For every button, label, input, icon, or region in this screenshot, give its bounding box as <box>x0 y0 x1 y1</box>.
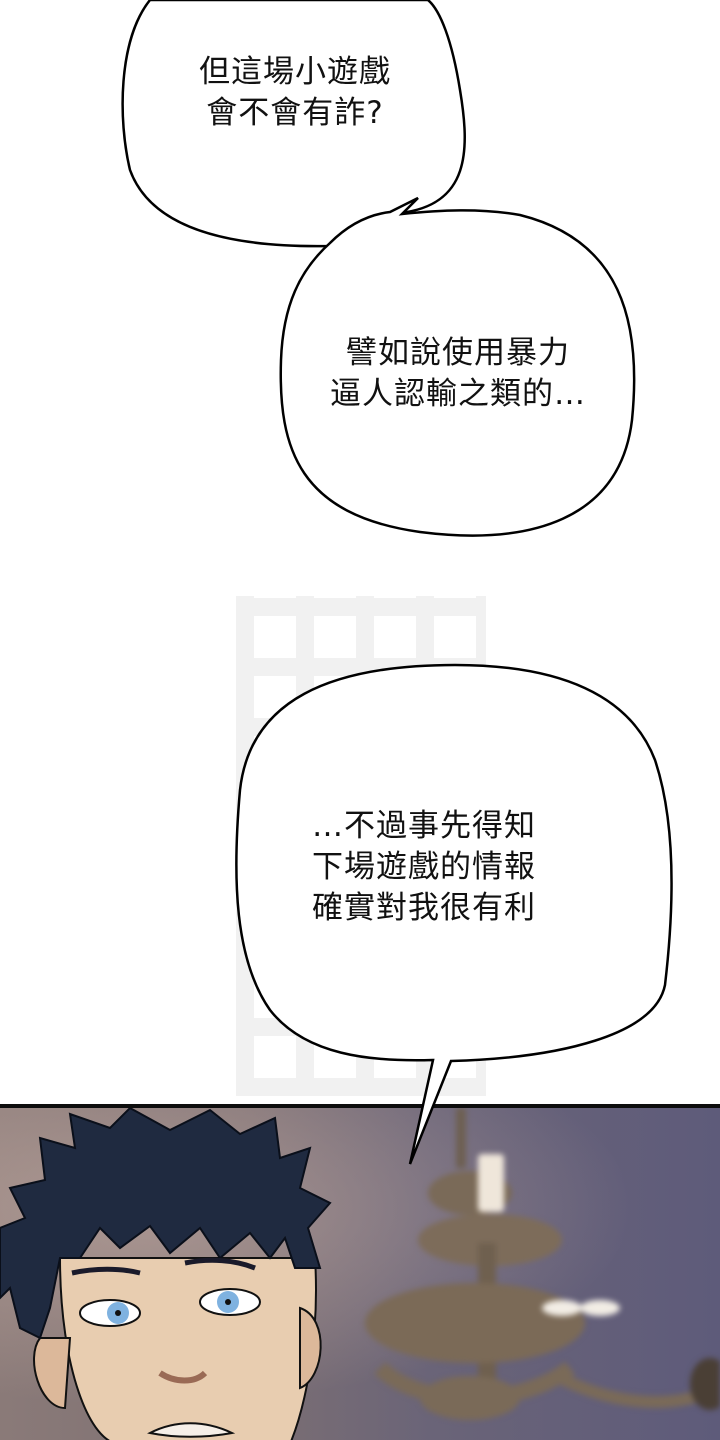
chandelier-illustration <box>365 1108 720 1420</box>
bubble-line: 但這場小遊戲 <box>199 54 391 90</box>
character-illustration <box>0 1108 332 1440</box>
bubble-line: 逼人認輸之類的… <box>330 376 586 412</box>
illustration-panel <box>0 1104 720 1440</box>
speech-bubble-1-text: 但這場小遊戲 會不會有詐? <box>160 52 430 134</box>
bubble-line: …不過事先得知 <box>312 808 536 844</box>
bubble-line: 譬如說使用暴力 <box>346 335 570 371</box>
hair <box>0 1108 332 1340</box>
bubble-line: 下場遊戲的情報 <box>312 849 536 885</box>
bubble-line: 會不會有詐? <box>206 95 384 131</box>
speech-bubble-2-text: 譬如說使用暴力 逼人認輸之類的… <box>298 333 618 415</box>
candle-icon <box>478 1154 504 1212</box>
speech-bubble-3-text: …不過事先得知 下場遊戲的情報 確實對我很有利 <box>312 806 592 929</box>
bubble-line: 確實對我很有利 <box>312 890 536 926</box>
